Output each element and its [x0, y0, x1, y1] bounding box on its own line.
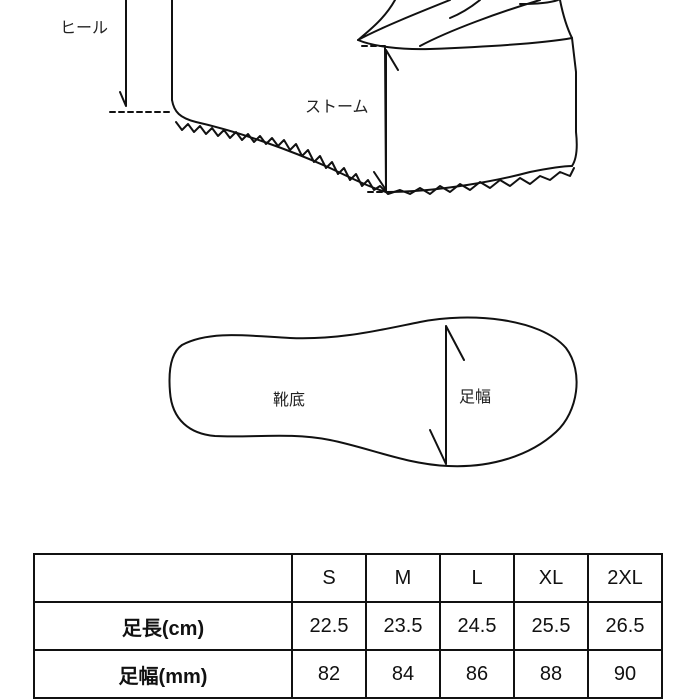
platform-dashed-guide — [361, 45, 389, 193]
sole-label: 靴底 — [273, 390, 306, 409]
platform-height-label: ストーム — [305, 97, 369, 116]
platform-top-edge — [171, 0, 573, 101]
table-cell: 90 — [587, 649, 663, 699]
outsole-tread — [175, 121, 575, 195]
size-header-s: S — [291, 553, 367, 603]
table-row: 足長(cm) 22.5 23.5 24.5 25.5 26.5 — [33, 601, 663, 651]
size-header-2xl: 2XL — [587, 553, 663, 603]
table-row: 足幅(mm) 82 84 86 88 90 — [33, 649, 663, 699]
sandal-side-view — [109, 0, 578, 195]
table-corner-cell — [33, 553, 293, 603]
sandal-upper-strap — [357, 0, 573, 47]
table-cell: 88 — [513, 649, 589, 699]
foot-width-arrow — [429, 325, 465, 465]
table-cell: 24.5 — [439, 601, 515, 651]
foot-width-label: 足幅 — [459, 387, 492, 406]
platform-bottom-curve — [171, 99, 573, 193]
table-cell: 26.5 — [587, 601, 663, 651]
size-header-xl: XL — [513, 553, 589, 603]
heel-label: ヒール — [60, 18, 109, 37]
row-label-foot-length: 足長(cm) — [33, 601, 293, 651]
sole-shape — [168, 316, 578, 468]
sole-outline — [168, 316, 578, 468]
table-cell: 84 — [365, 649, 441, 699]
table-cell: 25.5 — [513, 601, 589, 651]
table-cell: 86 — [439, 649, 515, 699]
size-header-l: L — [439, 553, 515, 603]
platform-height-arrow — [373, 49, 399, 191]
table-header-row: S M L XL 2XL — [33, 553, 663, 603]
table-cell: 23.5 — [365, 601, 441, 651]
table-cell: 82 — [291, 649, 367, 699]
size-chart-table: S M L XL 2XL 足長(cm) 22.5 23.5 24.5 25.5 … — [33, 553, 663, 699]
heel-arrow — [119, 0, 127, 107]
row-label-foot-width: 足幅(mm) — [33, 649, 293, 699]
platform-front-edge — [571, 37, 578, 167]
table-cell: 22.5 — [291, 601, 367, 651]
size-header-m: M — [365, 553, 441, 603]
